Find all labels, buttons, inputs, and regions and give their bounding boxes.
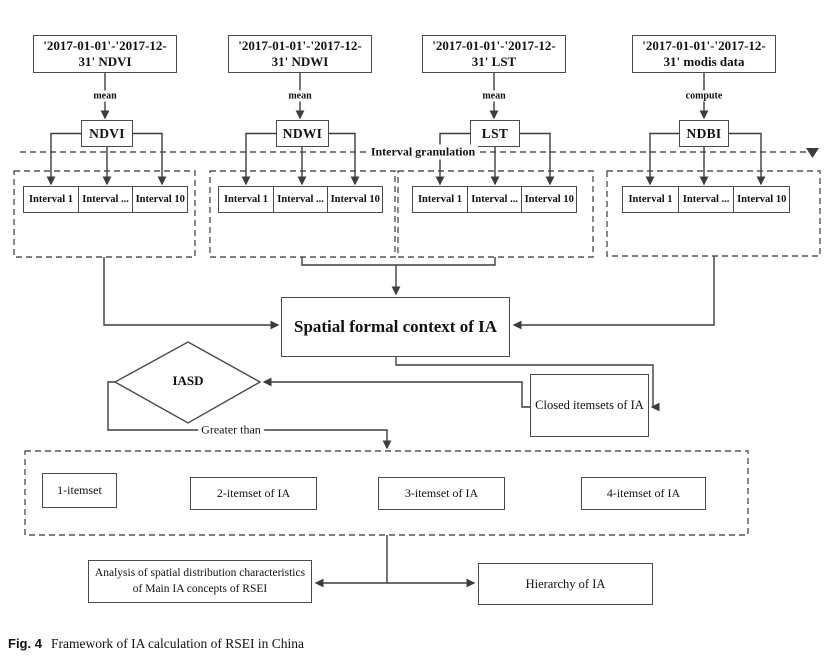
- interval-box: Interval 1: [412, 186, 468, 213]
- connectors: [46, 73, 766, 588]
- index-box-ndwi: NDWI: [276, 120, 329, 147]
- analysis-box: Analysis of spatial distribution charact…: [88, 560, 312, 603]
- interval-group-ndbi: [606, 170, 821, 257]
- hierarchy-box: Hierarchy of IA: [478, 563, 653, 605]
- interval-box: Interval 10: [521, 186, 578, 213]
- operation-label-mean-lst: mean: [479, 90, 509, 102]
- interval-row-ndvi: Interval 1 Interval ... Interval 10: [23, 186, 189, 213]
- operation-label-compute: compute: [682, 90, 726, 102]
- operation-label-mean-ndvi: mean: [90, 90, 120, 102]
- interval-box: Interval 1: [218, 186, 274, 213]
- itemset-box-2: 2-itemset of IA: [190, 477, 317, 510]
- interval-box: Interval ...: [677, 186, 735, 213]
- index-box-lst: LST: [470, 120, 520, 147]
- interval-row-ndwi: Interval 1 Interval ... Interval 10: [218, 186, 384, 213]
- index-box-ndbi: NDBI: [679, 120, 729, 147]
- interval-box: Interval ...: [466, 186, 523, 213]
- interval-row-lst: Interval 1 Interval ... Interval 10: [412, 186, 578, 213]
- interval-group-ndvi: [13, 170, 196, 258]
- spatial-formal-context-box: Spatial formal context of IA: [281, 297, 510, 357]
- interval-box: Interval 1: [23, 186, 79, 213]
- itemset-box-1: 1-itemset: [42, 473, 117, 508]
- iasd-diamond: [113, 341, 262, 424]
- itemset-box-4: 4-itemset of IA: [581, 477, 706, 510]
- interval-row-ndbi: Interval 1 Interval ... Interval 10: [622, 186, 791, 213]
- interval-box: Interval 1: [622, 186, 679, 213]
- figure-caption: Fig. 4 Framework of IA calculation of RSE…: [8, 636, 304, 652]
- source-box-modis: '2017-01-01'-'2017-12-31' modis data: [632, 35, 776, 73]
- interval-box: Interval 10: [327, 186, 384, 213]
- source-box-ndvi: '2017-01-01'-'2017-12-31' NDVI: [33, 35, 177, 73]
- granulation-arrowhead: [806, 148, 819, 158]
- interval-box: Interval ...: [272, 186, 329, 213]
- figure-caption-label: Fig. 4: [8, 636, 42, 651]
- interval-box: Interval 10: [733, 186, 791, 213]
- greater-than-label: Greater than: [198, 422, 264, 438]
- index-box-ndvi: NDVI: [81, 120, 133, 147]
- source-box-lst: '2017-01-01'-'2017-12-31' LST: [422, 35, 566, 73]
- interval-box: Interval ...: [77, 186, 134, 213]
- source-box-ndwi: '2017-01-01'-'2017-12-31' NDWI: [228, 35, 372, 73]
- operation-label-mean-ndwi: mean: [285, 90, 315, 102]
- itemset-box-3: 3-itemset of IA: [378, 477, 505, 510]
- interval-box: Interval 10: [132, 186, 189, 213]
- iasd-diamond-label: IASD: [172, 373, 204, 388]
- interval-granulation-label: Interval granulation: [367, 144, 479, 160]
- figure-caption-text: Framework of IA calculation of RSEI in C…: [50, 636, 305, 651]
- itemsets-container: [24, 450, 749, 536]
- closed-itemsets-box: Closed itemsets of IA: [530, 374, 649, 437]
